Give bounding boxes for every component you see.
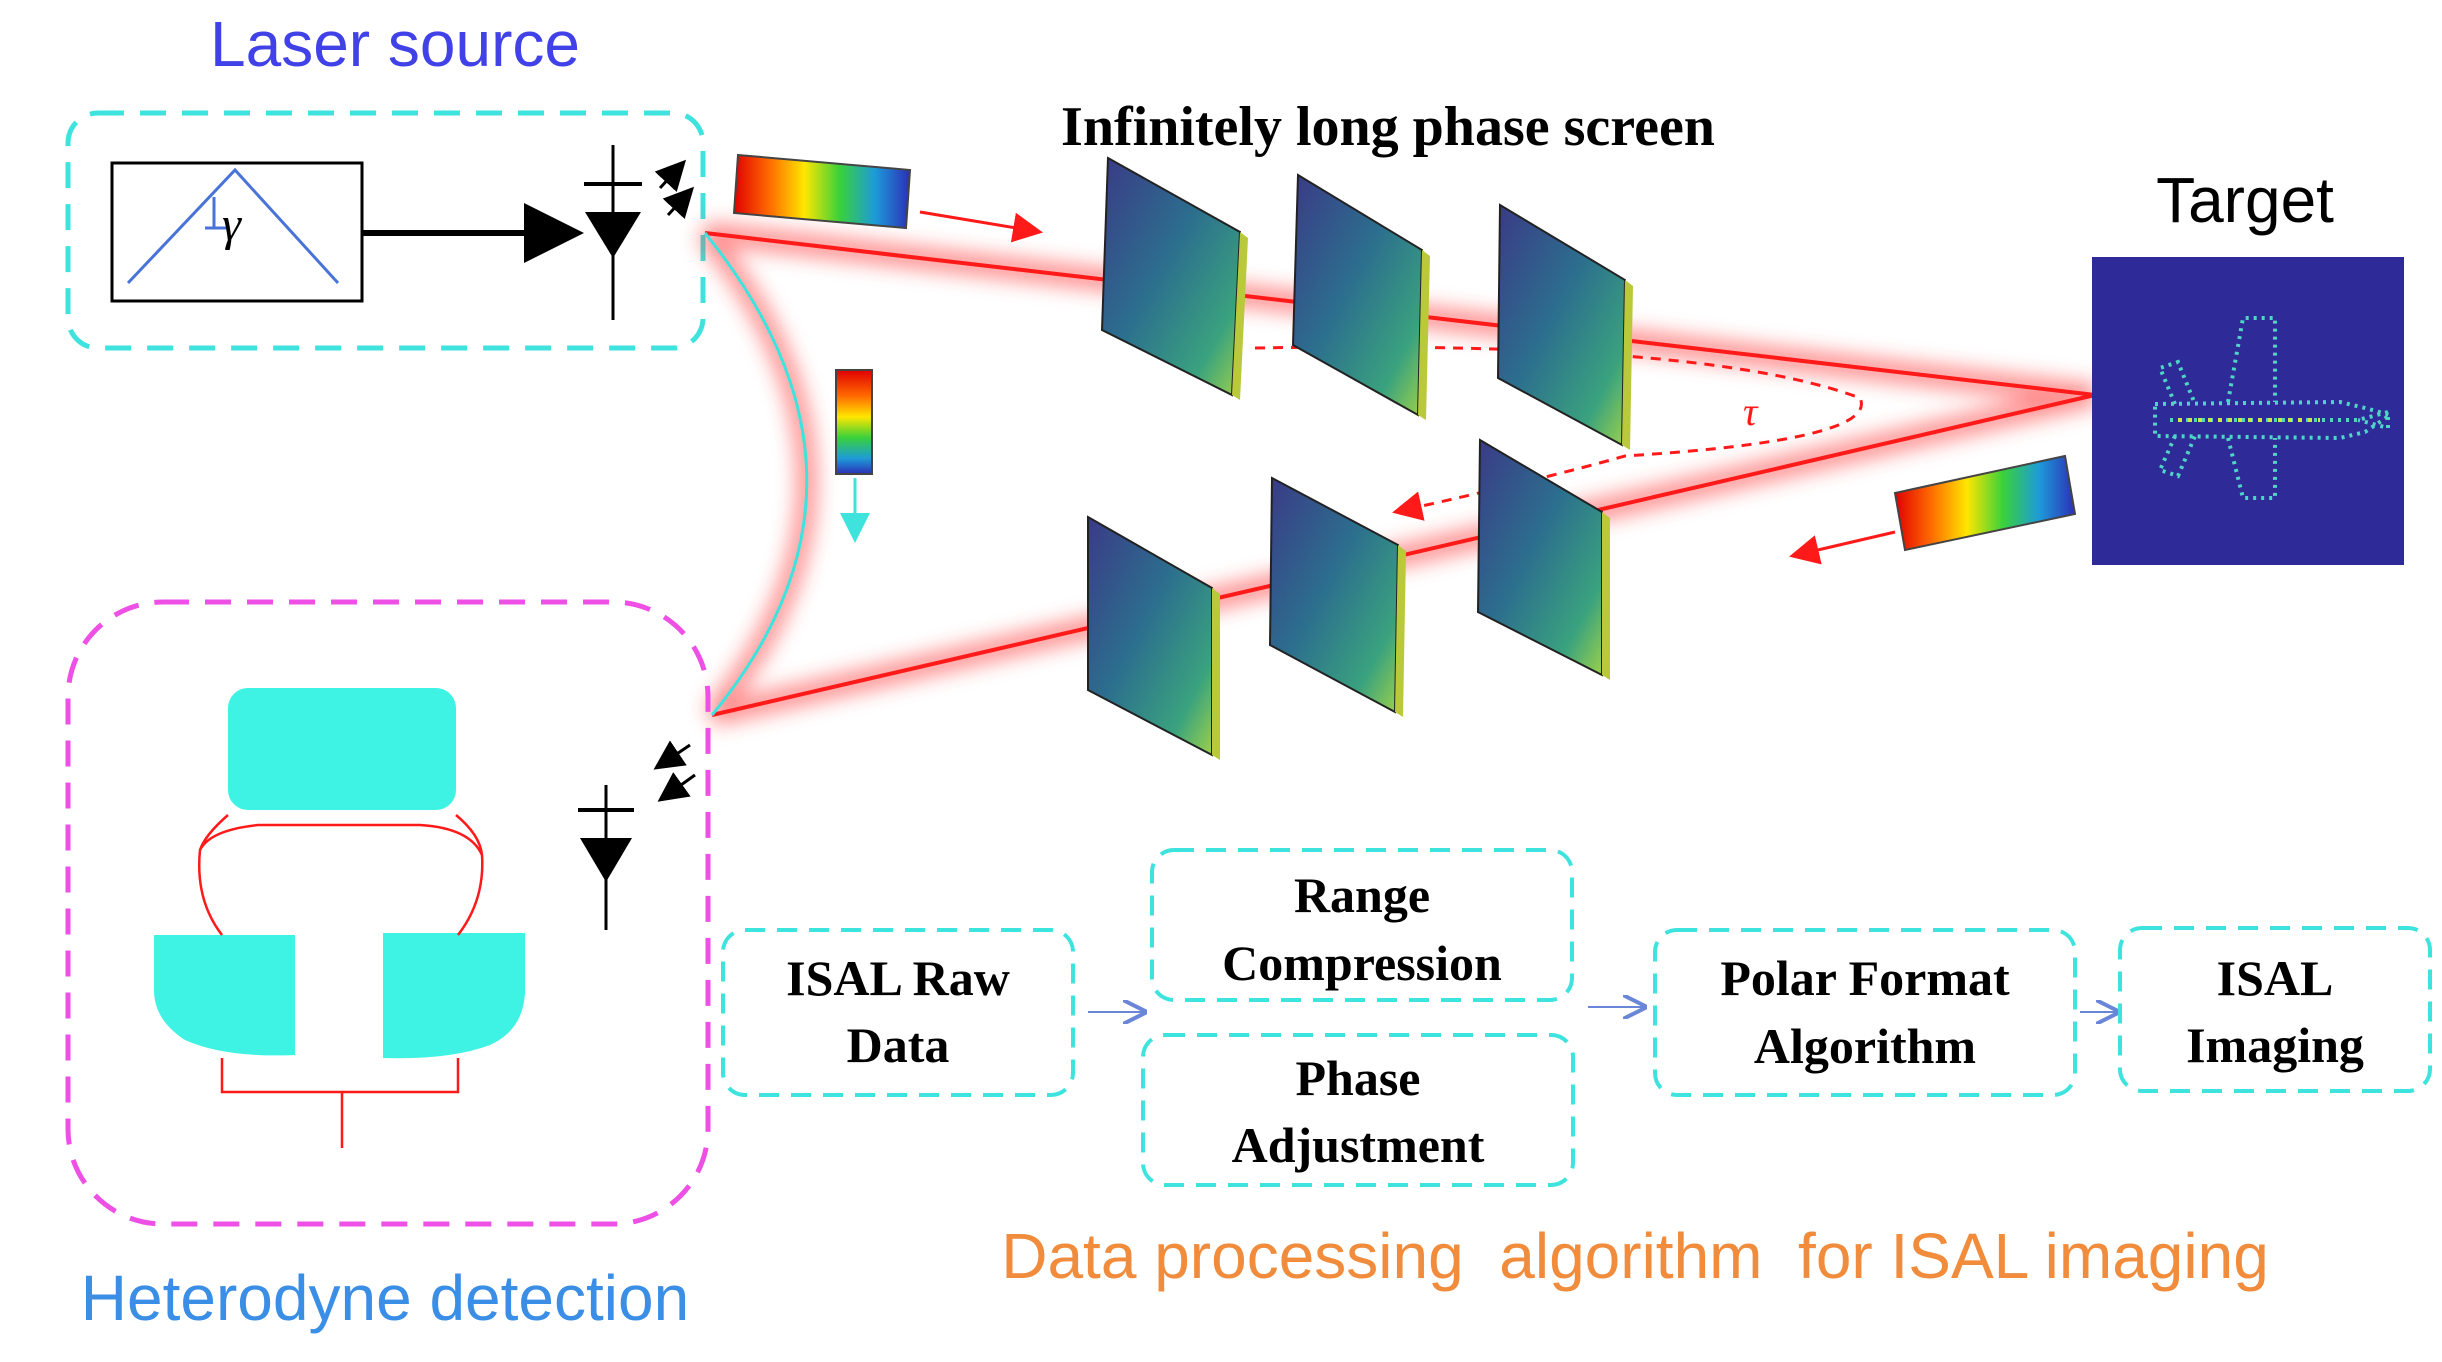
isal-imaging-line1: ISAL (2217, 950, 2334, 1006)
range-compression-line1: Range (1294, 867, 1430, 923)
pfa-block: Polar Format Algorithm (1653, 928, 2077, 1097)
heterodyne-label: Heterodyne detection (81, 1262, 689, 1334)
delay-arc (1254, 345, 1863, 521)
isal-imaging-line2: Imaging (2186, 1017, 2364, 1073)
phase-screen (1100, 156, 1248, 400)
processing-flow: ISAL Raw Data Range Compression Phase Ad… (721, 848, 2432, 1187)
phase-adjustment-line1: Phase (1296, 1050, 1421, 1106)
laser-diode-icon (584, 145, 695, 320)
target-image (2092, 257, 2404, 565)
raw-data-line2: Data (847, 1017, 950, 1073)
return-direction-arrow (1789, 530, 1896, 565)
raw-data-line1: ISAL Raw (786, 950, 1010, 1006)
pfa-line2: Algorithm (1754, 1018, 1976, 1074)
heterodyne-box (65, 599, 711, 1227)
target-label: Target (2156, 164, 2334, 236)
phase-screens (1087, 156, 1633, 760)
range-compression-line2: Compression (1222, 935, 1502, 991)
phase-screen (1291, 173, 1430, 420)
raw-data-block: ISAL Raw Data (721, 928, 1075, 1097)
detector-wiring (198, 814, 484, 1148)
tau-symbol: τ (1743, 389, 1759, 434)
photodiode-icon (578, 740, 696, 930)
gamma-symbol: γ (222, 198, 242, 251)
range-compression-block: Range Compression (1150, 848, 1574, 1002)
phase-screen (1087, 515, 1220, 760)
phase-screen (1496, 203, 1633, 450)
waveform-generator: γ (110, 161, 364, 303)
detector-left (154, 935, 295, 1056)
phase-screen-title: Infinitely long phase screen (1061, 96, 1715, 158)
data-processing-label: Data processing algorithm for ISAL imagi… (1001, 1220, 2269, 1292)
return-spectrum-bar (1893, 454, 2077, 552)
detector-right (383, 933, 525, 1059)
aircraft-icon (2153, 316, 2395, 500)
local-oscillator-beam (703, 232, 809, 716)
pfa-line1: Polar Format (1720, 950, 2010, 1006)
coupler-block (228, 688, 456, 810)
phase-adjustment-line2: Adjustment (1232, 1117, 1485, 1173)
phase-screen (1476, 438, 1610, 680)
laser-source-label: Laser source (210, 8, 580, 80)
phase-adjustment-block: Phase Adjustment (1141, 1033, 1575, 1187)
transmit-direction-arrow (919, 210, 1043, 243)
phase-screen (1268, 476, 1406, 717)
lo-spectrum-bar (835, 369, 873, 475)
transmit-spectrum-bar (732, 153, 912, 230)
balanced-detector (154, 688, 525, 1148)
isal-imaging-block: ISAL Imaging (2118, 926, 2432, 1093)
